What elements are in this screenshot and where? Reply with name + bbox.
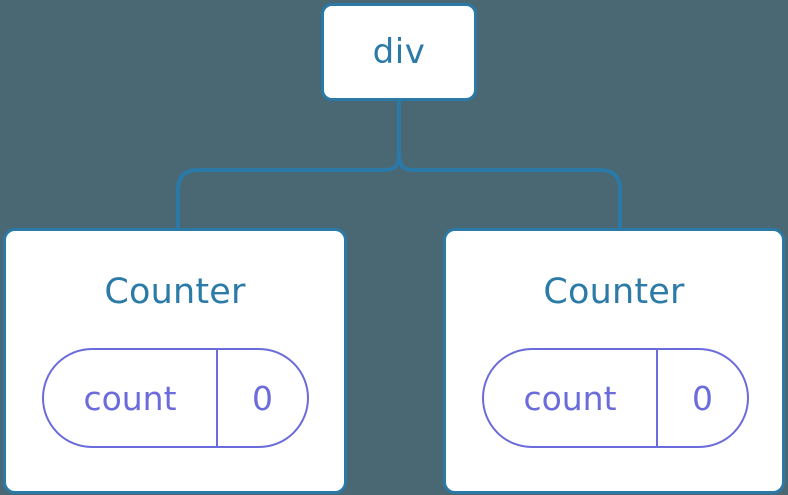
connector-branch-right [397,149,622,228]
state-value-counter-2: 0 [692,378,713,418]
node-counter-2-title: Counter [543,272,685,312]
state-key-counter-2: count [484,350,658,446]
state-pill-counter-2[interactable]: count 0 [482,348,749,448]
state-key-counter-1: count [44,350,218,446]
state-pill-counter-1[interactable]: count 0 [42,348,309,448]
connector-branch-left [176,149,401,228]
node-counter-1-title: Counter [104,272,246,312]
state-value-counter-1: 0 [252,378,273,418]
node-div[interactable]: div [321,3,477,101]
node-div-label: div [372,32,426,72]
